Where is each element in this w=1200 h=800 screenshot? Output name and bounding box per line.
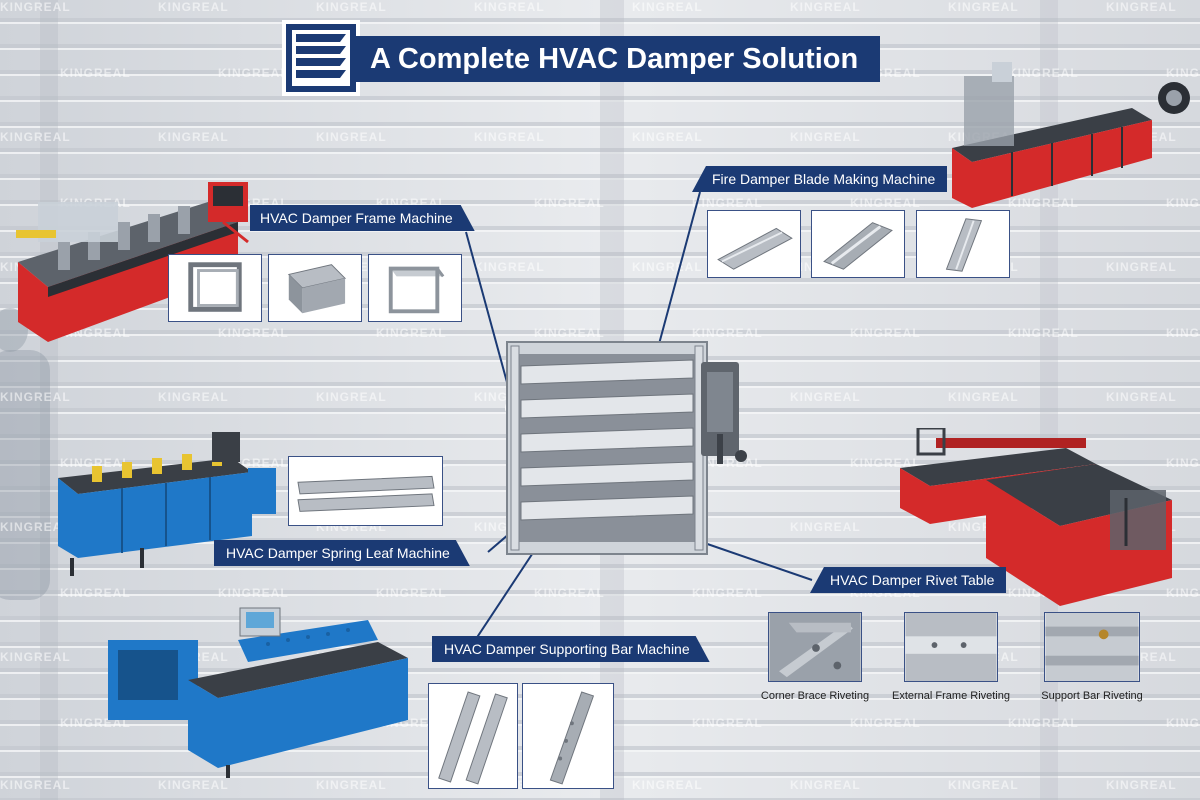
watermark-text: KINGREAL <box>948 778 1019 792</box>
watermark-text: KINGREAL <box>790 0 861 14</box>
watermark-text: KINGREAL <box>0 0 71 14</box>
watermark-text: KINGREAL <box>632 778 703 792</box>
watermark-text: KINGREAL <box>376 326 447 340</box>
caption-corner-brace: Corner Brace Riveting <box>760 690 870 702</box>
watermark-text: KINGREAL <box>790 390 861 404</box>
watermark-text: KINGREAL <box>158 0 229 14</box>
watermark-text: KINGREAL <box>1166 716 1200 730</box>
label-supporting-bar-machine: HVAC Damper Supporting Bar Machine <box>432 636 710 662</box>
watermark-text: KINGREAL <box>218 66 289 80</box>
watermark-text: KINGREAL <box>1166 326 1200 340</box>
watermark-text: KINGREAL <box>850 456 921 470</box>
watermark-text: KINGREAL <box>218 586 289 600</box>
thumb-blade-2 <box>811 210 905 278</box>
thumb-frame-2 <box>268 254 362 322</box>
caption-external-frame: External Frame Riveting <box>892 690 1010 702</box>
watermark-text: KINGREAL <box>474 0 545 14</box>
watermark-text: KINGREAL <box>316 0 387 14</box>
watermark-text: KINGREAL <box>790 778 861 792</box>
watermark-text: KINGREAL <box>0 130 71 144</box>
watermark-text: KINGREAL <box>316 778 387 792</box>
watermark-text: KINGREAL <box>1166 196 1200 210</box>
label-fire-blade-machine: Fire Damper Blade Making Machine <box>692 166 948 192</box>
label-spring-leaf-machine: HVAC Damper Spring Leaf Machine <box>214 540 470 566</box>
watermark-text: KINGREAL <box>158 130 229 144</box>
thumb-external-frame <box>904 612 998 682</box>
fire-blade-machine-image <box>952 62 1190 208</box>
watermark-text: KINGREAL <box>632 130 703 144</box>
watermark-text: KINGREAL <box>692 716 763 730</box>
watermark-text: KINGREAL <box>1106 778 1177 792</box>
watermark-text: KINGREAL <box>0 778 71 792</box>
watermark-text: KINGREAL <box>1166 66 1200 80</box>
watermark-text: KINGREAL <box>316 390 387 404</box>
watermark-text: KINGREAL <box>0 390 71 404</box>
thumb-support-bar-1 <box>428 683 518 789</box>
central-damper-image <box>506 341 747 555</box>
watermark-text: KINGREAL <box>850 326 921 340</box>
watermark-text: KINGREAL <box>158 778 229 792</box>
watermark-text: KINGREAL <box>534 586 605 600</box>
watermark-text: KINGREAL <box>1166 586 1200 600</box>
watermark-text: KINGREAL <box>534 326 605 340</box>
page-title: A Complete HVAC Damper Solution <box>356 36 880 82</box>
watermark-text: KINGREAL <box>790 130 861 144</box>
watermark-text: KINGREAL <box>376 586 447 600</box>
thumb-support-bar-2 <box>522 683 614 789</box>
thumb-frame-1 <box>168 254 262 322</box>
thumb-blade-3 <box>916 210 1010 278</box>
watermark-text: KINGREAL <box>1106 0 1177 14</box>
rivet-table-image <box>900 428 1172 606</box>
watermark-text: KINGREAL <box>1008 196 1079 210</box>
watermark-text: KINGREAL <box>60 456 131 470</box>
watermark-text: KINGREAL <box>316 130 387 144</box>
watermark-text: KINGREAL <box>850 716 921 730</box>
thumb-frame-3 <box>368 254 462 322</box>
watermark-text: KINGREAL <box>692 326 763 340</box>
watermark-text: KINGREAL <box>948 390 1019 404</box>
watermark-text: KINGREAL <box>790 520 861 534</box>
label-rivet-table: HVAC Damper Rivet Table <box>810 567 1007 593</box>
watermark-text: KINGREAL <box>1106 390 1177 404</box>
watermark-text: KINGREAL <box>632 0 703 14</box>
watermark-text: KINGREAL <box>692 196 763 210</box>
watermark-text: KINGREAL <box>1008 66 1079 80</box>
watermark-text: KINGREAL <box>632 260 703 274</box>
watermark-text: KINGREAL <box>474 130 545 144</box>
watermark-text: KINGREAL <box>850 196 921 210</box>
watermark-text: KINGREAL <box>218 326 289 340</box>
supporting-bar-machine-image <box>108 607 408 778</box>
spring-leaf-machine-image <box>58 432 276 576</box>
frame-machine-image <box>16 182 249 342</box>
label-frame-machine: HVAC Damper Frame Machine <box>250 205 475 231</box>
watermark-text: KINGREAL <box>0 650 71 664</box>
thumb-corner-brace <box>768 612 862 682</box>
louver-damper-icon <box>282 20 360 96</box>
watermark-text: KINGREAL <box>692 586 763 600</box>
watermark-text: KINGREAL <box>534 196 605 210</box>
watermark-text: KINGREAL <box>474 260 545 274</box>
watermark-text: KINGREAL <box>1008 716 1079 730</box>
watermark-text: KINGREAL <box>60 66 131 80</box>
thumb-support-bar-riveting <box>1044 612 1140 682</box>
watermark-text: KINGREAL <box>1008 326 1079 340</box>
watermark-text: KINGREAL <box>1166 456 1200 470</box>
watermark-text: KINGREAL <box>948 0 1019 14</box>
watermark-text: KINGREAL <box>0 520 71 534</box>
caption-support-bar: Support Bar Riveting <box>1041 690 1143 702</box>
thumb-spring-leaf <box>288 456 443 526</box>
watermark-text: KINGREAL <box>60 586 131 600</box>
thumb-blade-1 <box>707 210 801 278</box>
watermark-text: KINGREAL <box>1106 260 1177 274</box>
watermark-text: KINGREAL <box>158 390 229 404</box>
